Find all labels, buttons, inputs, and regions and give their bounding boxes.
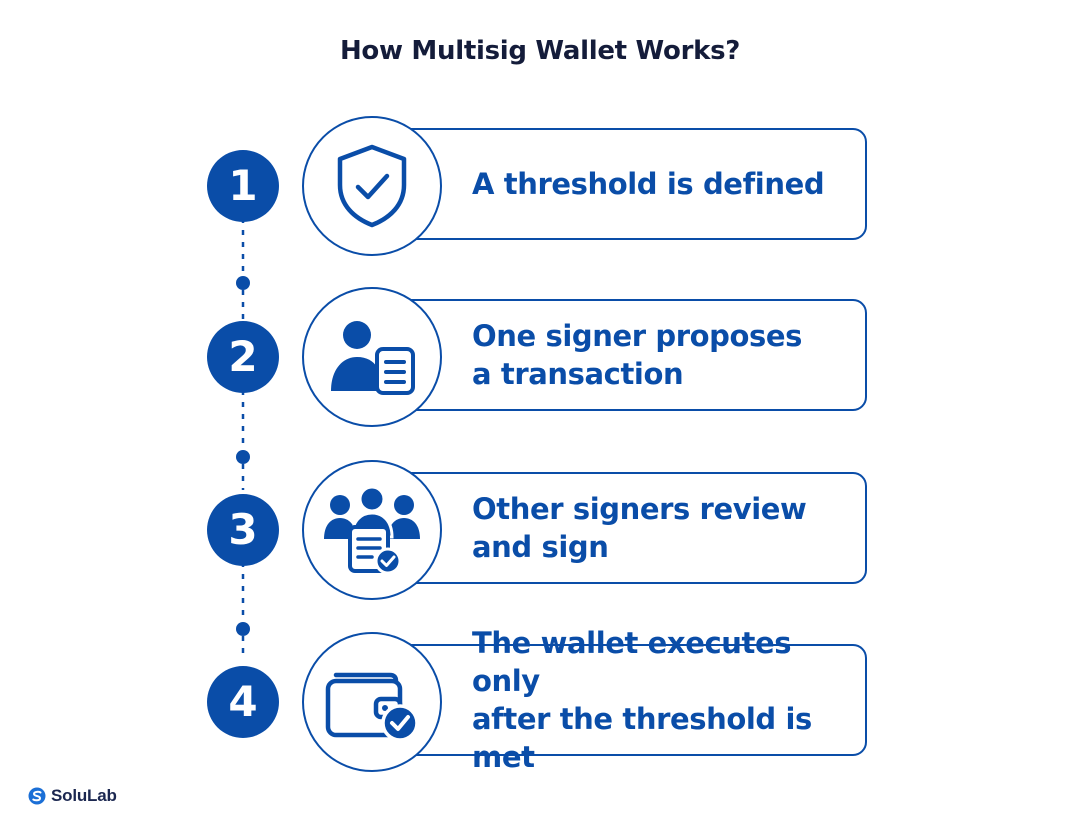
step-3: 3 Other signers review and sign: [0, 450, 1080, 610]
step-card: [364, 128, 867, 240]
page-title: How Multisig Wallet Works?: [339, 36, 741, 66]
step-icon-circle: [302, 460, 442, 600]
step-text: A threshold is defined: [472, 128, 852, 240]
step-icon-circle: [302, 287, 442, 427]
step-card: [364, 644, 867, 756]
step-text-label: Other signers review and sign: [472, 492, 807, 564]
step-icon-circle: [302, 632, 442, 772]
step-number: 3: [207, 494, 279, 566]
step-1: 1 A threshold is defined: [0, 106, 1080, 266]
wallet-check-icon: [325, 672, 419, 742]
step-number: 4: [207, 666, 279, 738]
solulab-logo-icon: [28, 787, 46, 805]
step-card: [364, 472, 867, 584]
step-text-label: A threshold is defined: [472, 167, 825, 201]
signer-document-icon: [331, 321, 415, 395]
step-text-label: One signer proposes a transaction: [472, 319, 802, 391]
step-text: Other signers review and sign: [472, 472, 852, 584]
brand-name: SoluLab: [51, 786, 117, 805]
brand-logo: SoluLab: [28, 786, 117, 806]
step-number: 1: [207, 150, 279, 222]
step-icon-circle: [302, 116, 442, 256]
group-document-check-icon: [324, 485, 420, 575]
step-text-label: The wallet executes only after the thres…: [472, 626, 812, 774]
step-text: One signer proposes a transaction: [472, 299, 852, 411]
step-number: 2: [207, 321, 279, 393]
step-text: The wallet executes only after the thres…: [472, 626, 852, 774]
step-2: 2 One signer proposes a transaction: [0, 277, 1080, 437]
step-card: [364, 299, 867, 411]
step-4: 4 The wallet executes only after the thr…: [0, 622, 1080, 782]
shield-check-icon: [337, 144, 407, 228]
